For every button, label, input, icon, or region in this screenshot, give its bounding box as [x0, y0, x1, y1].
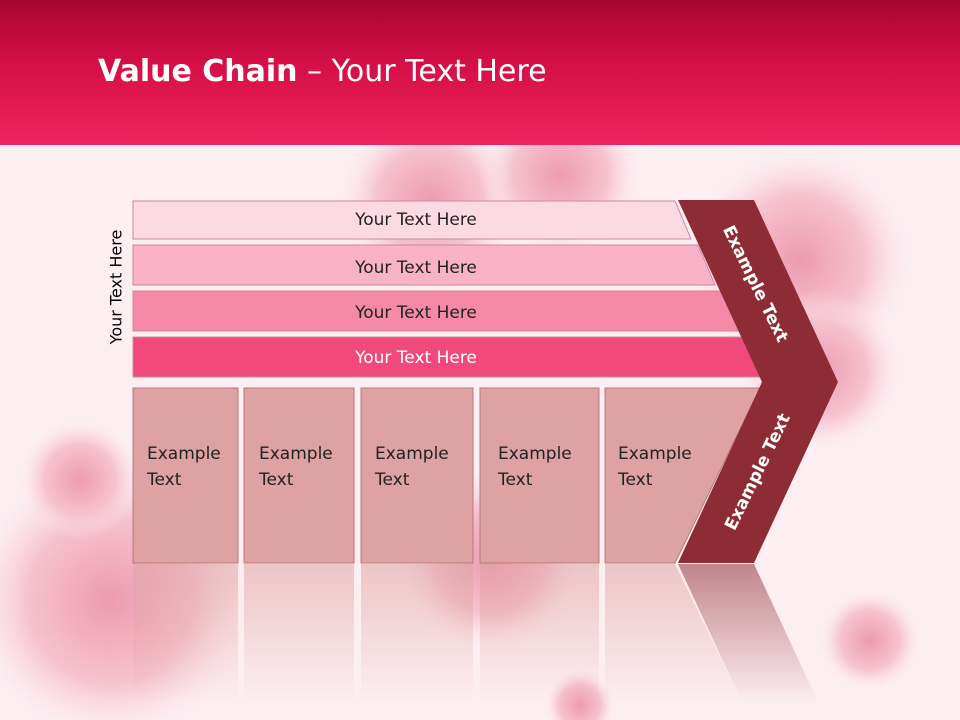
support-bar: Your Text Here: [132, 244, 716, 286]
column-label-line2: Text: [146, 470, 182, 490]
column-label-line1: Example: [147, 444, 221, 464]
column-box: [479, 387, 600, 564]
support-bar: Your Text Here: [132, 200, 692, 240]
support-bar-label: Your Text Here: [354, 258, 477, 278]
column-label-line2: Text: [374, 470, 410, 490]
support-bar-shape: [132, 200, 692, 240]
primary-column: Example Text: [132, 387, 239, 564]
column-label-line1: Example: [259, 444, 333, 464]
support-bar-shape: [132, 244, 716, 286]
title-bold: Value Chain: [98, 54, 298, 89]
primary-column: Example Text: [360, 387, 474, 564]
support-bar-label: Your Text Here: [354, 210, 477, 230]
header-band: [0, 0, 960, 145]
column-label-line2: Text: [617, 470, 653, 490]
title-rest: – Your Text Here: [297, 54, 547, 89]
primary-column: Example Text: [243, 387, 355, 564]
primary-column: Example Text: [604, 387, 761, 564]
support-bar-label: Your Text Here: [354, 348, 477, 368]
column-label-line2: Text: [497, 470, 533, 490]
slide-title: Value Chain – Your Text Here: [98, 54, 547, 89]
column-box: [132, 387, 239, 564]
column-label-line1: Example: [375, 444, 449, 464]
column-label-line1: Example: [618, 444, 692, 464]
primary-columns: Example Text Example Text Example Text E…: [132, 387, 761, 564]
support-bar: Your Text Here: [132, 336, 764, 378]
reflection: [133, 564, 827, 720]
column-box: [243, 387, 355, 564]
primary-column: Example Text: [479, 387, 600, 564]
column-label-line2: Text: [258, 470, 294, 490]
support-bar-label: Your Text Here: [354, 303, 477, 323]
column-box: [360, 387, 474, 564]
column-box: [604, 387, 761, 564]
support-bar: Your Text Here: [132, 290, 740, 332]
column-label-line1: Example: [498, 444, 572, 464]
chevron-shape: [678, 200, 838, 563]
